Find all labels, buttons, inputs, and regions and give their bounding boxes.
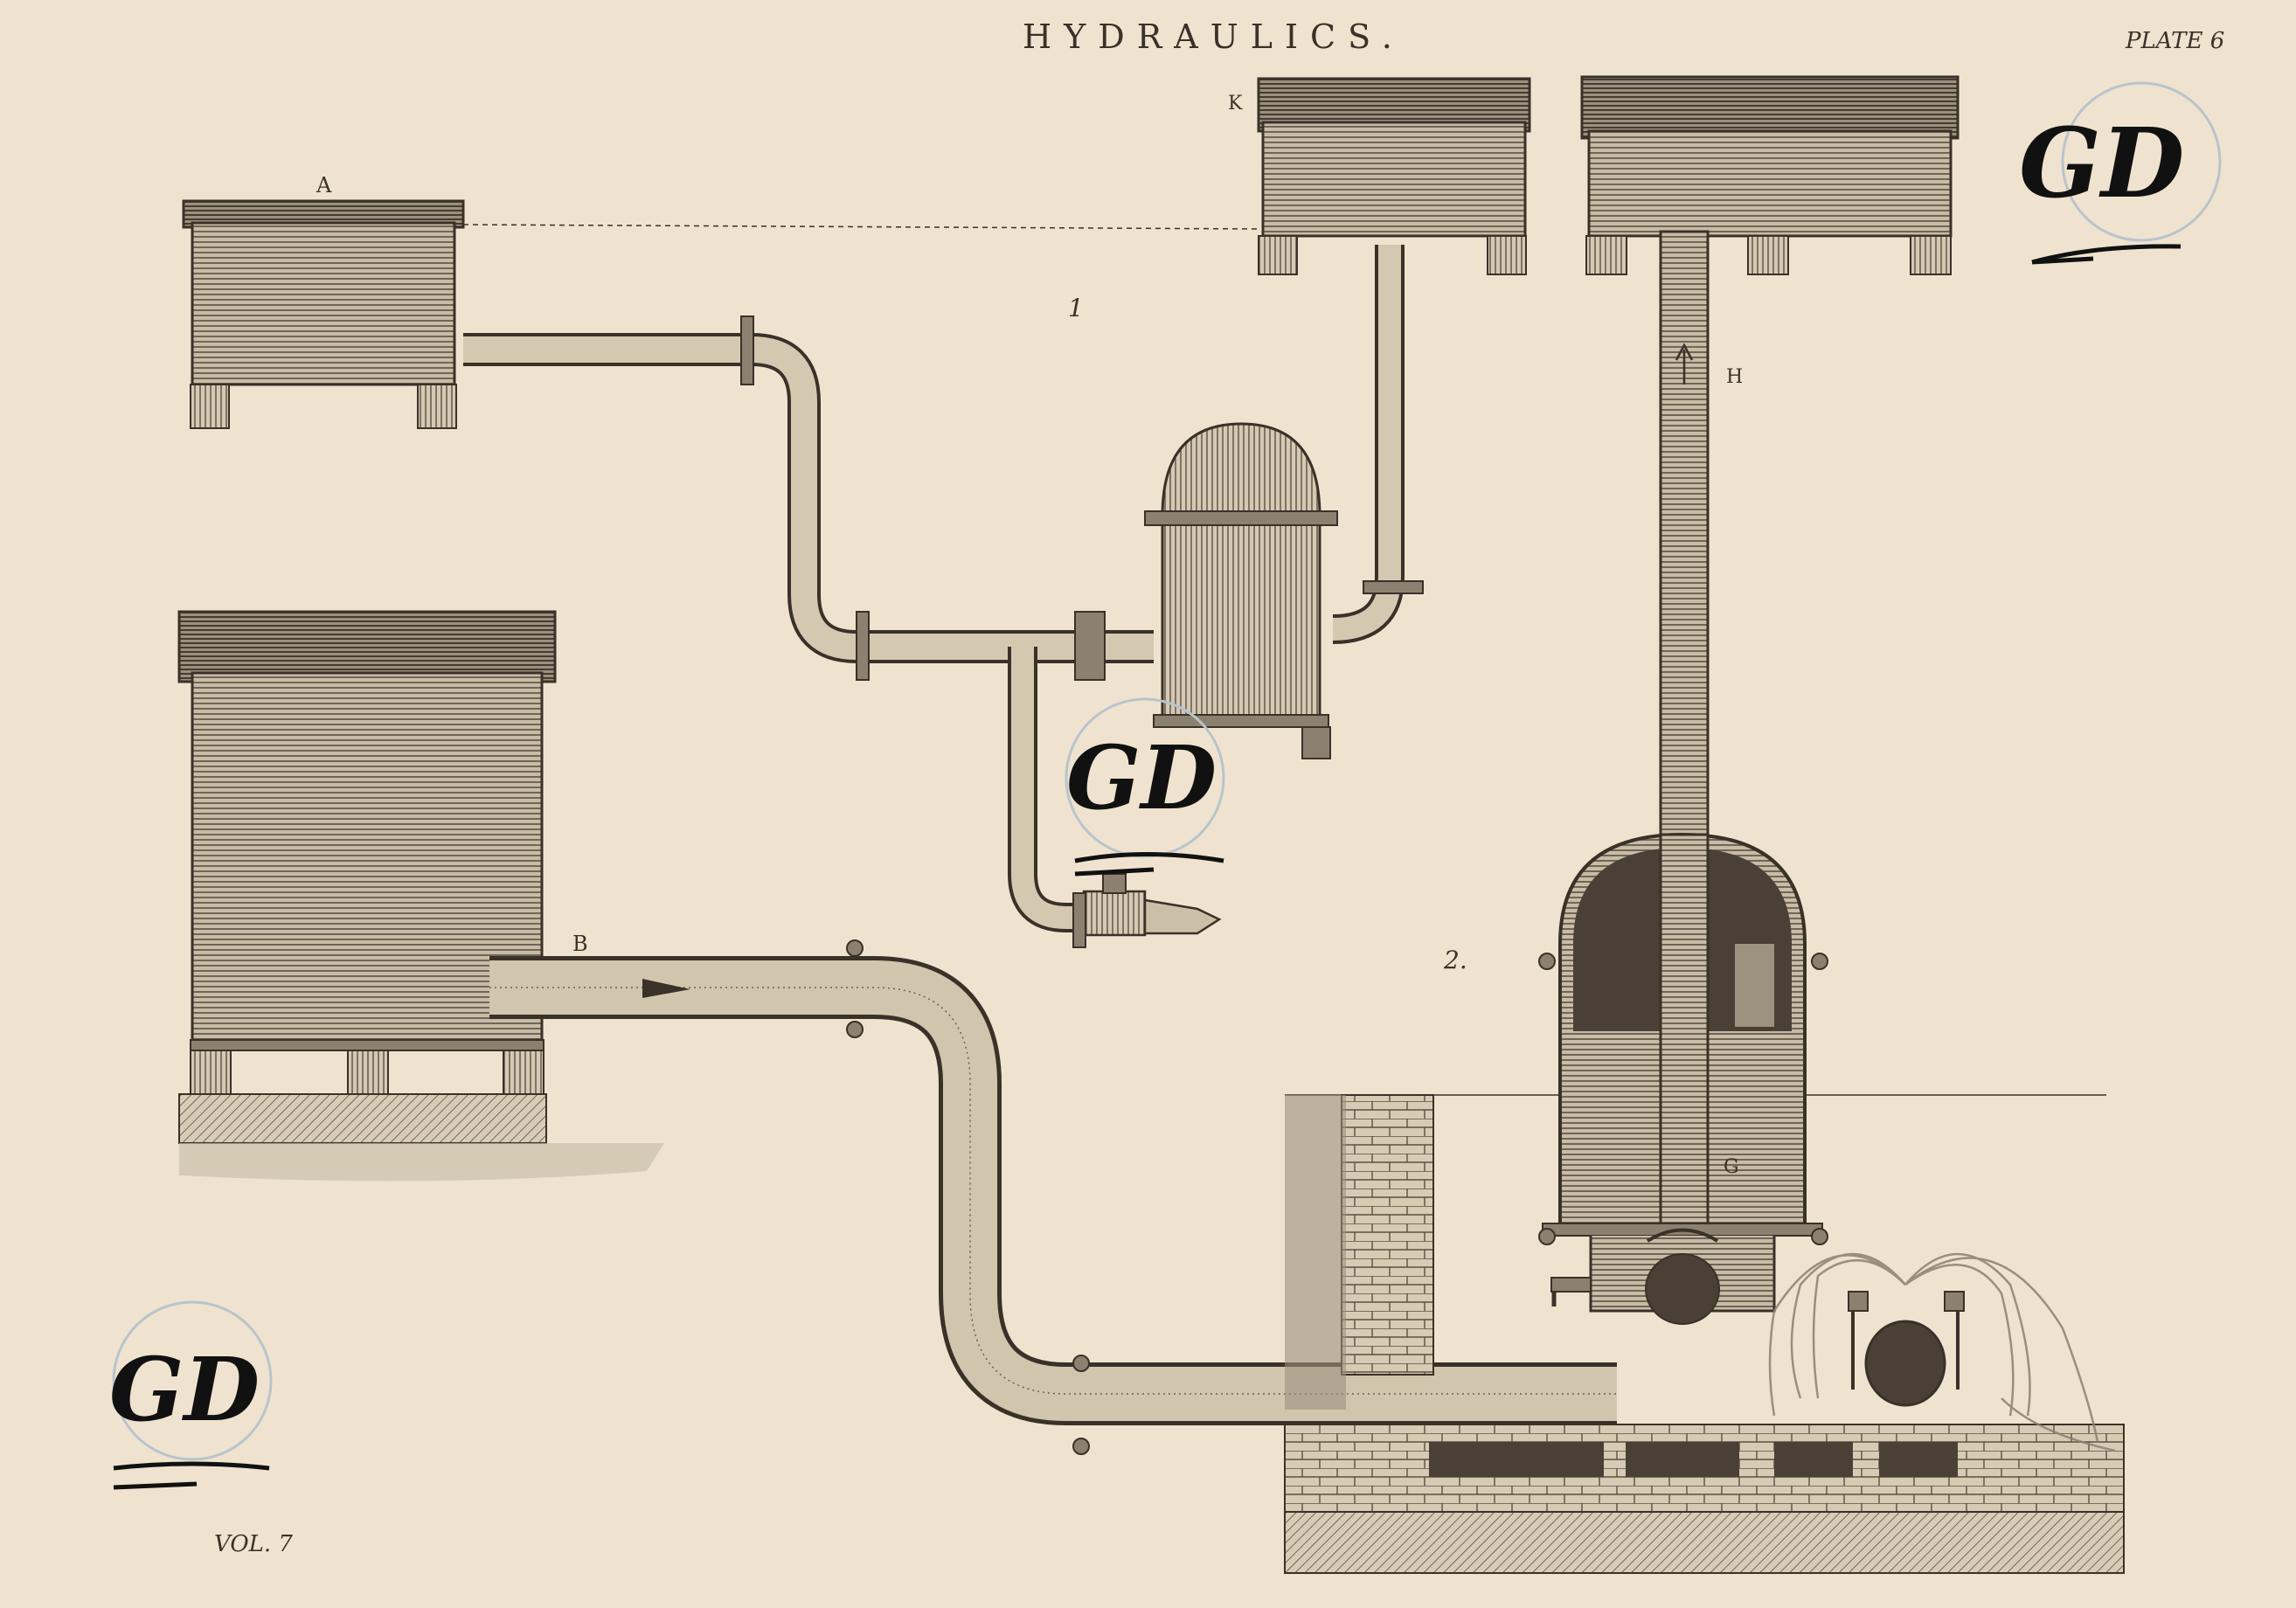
foundation xyxy=(1284,1424,2125,1574)
brick-wall xyxy=(1341,1094,1434,1376)
air-vessel xyxy=(1144,422,1338,759)
tank-a xyxy=(182,199,465,429)
label-k: K xyxy=(1228,93,1243,114)
tank-h xyxy=(1580,75,1960,275)
level-line xyxy=(462,224,1259,230)
stop-cock xyxy=(1072,873,1222,948)
figure-1-label: 1 xyxy=(1068,294,1084,322)
watermark-text: GD xyxy=(1066,726,1217,829)
watermark-stamp: GD xyxy=(1065,697,1225,877)
label-h: H xyxy=(1726,366,1743,388)
plate-number: PLATE 6 xyxy=(2125,28,2224,54)
waste-valve xyxy=(1848,1291,1965,1407)
watermark-text: GD xyxy=(2019,107,2184,219)
plate-title: HYDRAULICS. xyxy=(1023,17,1405,56)
label-g: G xyxy=(1724,1156,1739,1178)
large-tank xyxy=(177,610,664,1182)
pipe-supply-to-ram xyxy=(489,956,1617,1425)
air-chamber-g xyxy=(1538,832,1828,1245)
label-a: A xyxy=(316,173,332,198)
watermark-stamp: GD xyxy=(109,1300,273,1490)
tank-k xyxy=(1257,77,1531,275)
valve-chamber xyxy=(1589,1228,1776,1325)
watermark-text: GD xyxy=(109,1338,260,1441)
up-arrow-icon xyxy=(1675,343,1694,385)
small-tap xyxy=(1550,1277,1592,1306)
label-b: B xyxy=(572,932,588,956)
water-spray xyxy=(1768,1252,2116,1452)
figure-2-label: 2. xyxy=(1443,946,1467,974)
watermark-stamp: GD xyxy=(2019,81,2222,265)
flow-arrow-icon xyxy=(642,979,690,998)
volume-label: VOL. 7 xyxy=(214,1531,293,1557)
